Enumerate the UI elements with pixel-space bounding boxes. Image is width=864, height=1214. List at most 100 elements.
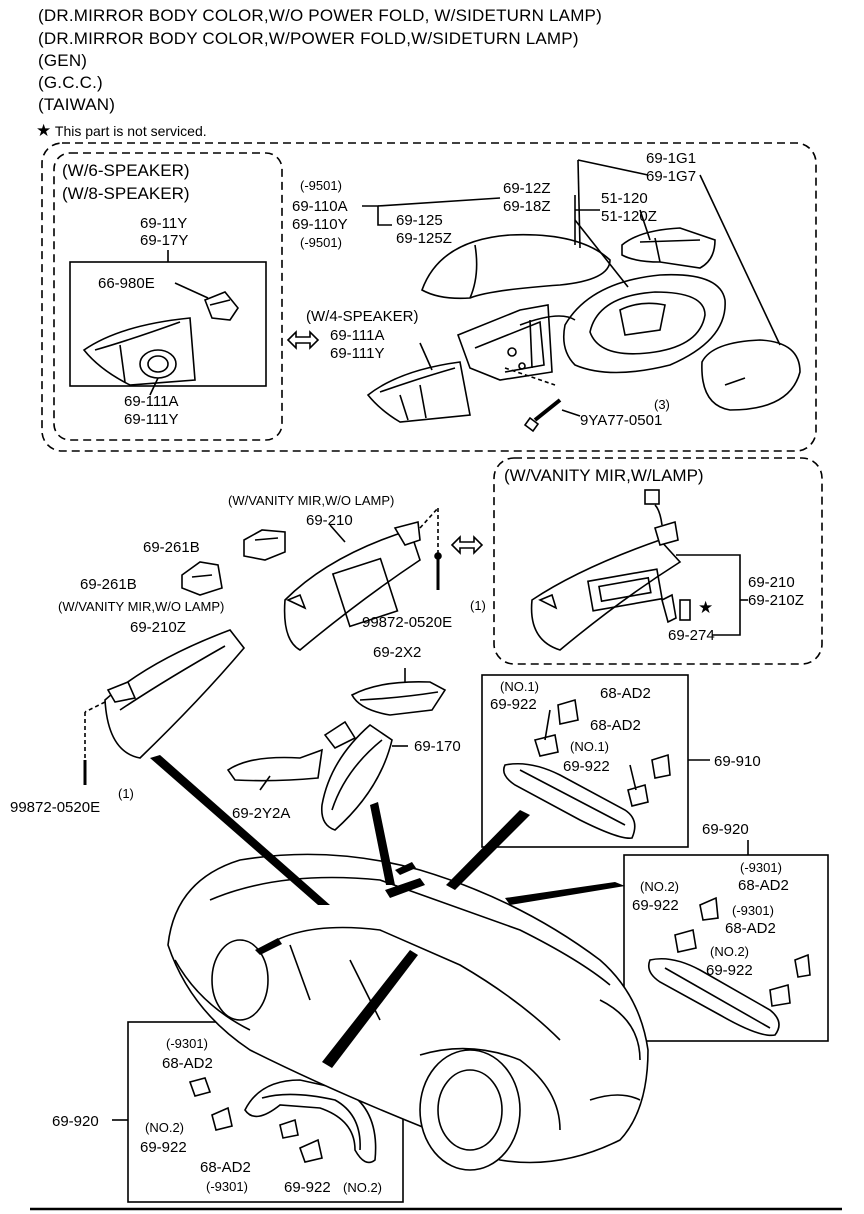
label-910-922-b: 69-922	[563, 758, 610, 775]
mirror-group-box	[41, 142, 817, 452]
star-icon: ★	[36, 121, 52, 140]
callout-pointers	[150, 755, 625, 1068]
equivalent-arrow-2	[450, 535, 484, 555]
label-vanity-wo-lamp-left: (W/VANITY MIR,W/O LAMP)	[58, 599, 224, 614]
speaker-box-title-2: (W/8-SPEAKER)	[62, 184, 190, 203]
label-69-110a: 69-110A	[292, 198, 348, 215]
speaker-cover-4	[366, 342, 471, 423]
mirror-bolt	[504, 367, 581, 433]
label-69-210-top: 69-210	[306, 512, 353, 529]
label-69-210-lamp: 69-210	[748, 574, 795, 591]
label-920r-922-b: 69-922	[706, 962, 753, 979]
leader-speaker-cover	[149, 377, 159, 396]
assist-grip-small	[226, 748, 323, 791]
label-920b-date-b: (-9301)	[206, 1179, 248, 1194]
label-69-110y: 69-110Y	[292, 216, 348, 233]
grip-69-920-bottom	[112, 1077, 377, 1164]
mirror-leaders	[362, 159, 781, 346]
label-69-18z: 69-18Z	[503, 198, 551, 215]
label-vanity-wo-lamp-top: (W/VANITY MIR,W/O LAMP)	[228, 493, 394, 508]
label-910-ad2-a: 68-AD2	[600, 685, 651, 702]
label-69-2y2a: 69-2Y2A	[232, 805, 290, 822]
label-w4-speaker: (W/4-SPEAKER)	[306, 308, 419, 325]
label-51-120z: 51-120Z	[601, 208, 657, 225]
visor-lamp-leaders	[661, 554, 748, 636]
label-920b-no2-b: (NO.2)	[343, 1180, 382, 1195]
label-bolt-qty: (3)	[654, 397, 670, 412]
label-69-920-right: 69-920	[702, 821, 749, 838]
sun-visor-left	[84, 629, 246, 760]
label-920r-ad2-b: 68-AD2	[725, 920, 776, 937]
mirror-cap	[421, 233, 611, 300]
speaker-clip	[174, 282, 239, 321]
label-date-9501-a: (-9501)	[300, 178, 342, 193]
grip-69-920-right	[647, 840, 811, 1037]
label-69-125: 69-125	[396, 212, 443, 229]
label-69-170: 69-170	[414, 738, 461, 755]
sun-visor-lamp	[530, 489, 682, 651]
tweeter-cover	[82, 317, 196, 386]
label-69-111y: 69-111Y	[330, 345, 385, 362]
label-69-910: 69-910	[714, 753, 761, 770]
vanity-lamp-box	[493, 457, 823, 665]
label-69-111a-box: 69-111A	[124, 393, 179, 410]
label-920b-ad2-b: 68-AD2	[200, 1159, 251, 1176]
star-icon-visor: ★	[698, 598, 713, 617]
label-920r-ad2-a: 68-AD2	[738, 877, 789, 894]
label-9ya77-0501: 9YA77-0501	[580, 412, 662, 429]
mirror-base	[456, 304, 553, 381]
label-screw-qty-left: (1)	[118, 786, 134, 801]
label-69-1g1: 69-1G1	[646, 150, 696, 167]
box-69-920-right	[623, 854, 829, 1042]
label-99872-left: 99872-0520E	[10, 799, 100, 816]
car-illustration	[167, 853, 649, 1171]
visor-clip-1	[243, 529, 286, 561]
label-69-210z-lamp: 69-210Z	[748, 592, 804, 609]
label-69-11y: 69-11Y	[140, 215, 187, 232]
label-910-no1-b: (NO.1)	[570, 739, 609, 754]
speaker-box-title-1: (W/6-SPEAKER)	[62, 161, 190, 180]
note-text: This part is not serviced.	[54, 123, 207, 139]
speaker-option-box	[53, 152, 283, 441]
label-66-980e: 66-980E	[98, 275, 155, 292]
label-51-120: 51-120	[601, 190, 648, 207]
label-920r-no2-a: (NO.2)	[640, 879, 679, 894]
equivalent-arrow-1	[286, 330, 320, 350]
visor-clip-2	[181, 561, 223, 596]
not-serviced-note: ★ This part is not serviced.	[36, 121, 207, 141]
label-69-111a: 69-111A	[330, 327, 385, 344]
label-920r-922-a: 69-922	[632, 897, 679, 914]
label-920b-922-b: 69-922	[284, 1179, 331, 1196]
label-vanity-w-lamp: (W/VANITY MIR,W/LAMP)	[504, 466, 704, 485]
header-line-5: (TAIWAN)	[38, 95, 116, 114]
label-screw-qty-right: (1)	[470, 598, 486, 613]
label-69-210z-left: 69-210Z	[130, 619, 186, 636]
grip-69-910	[502, 698, 710, 839]
label-920b-no2-a: (NO.2)	[145, 1120, 184, 1135]
label-69-261b-a: 69-261B	[143, 539, 200, 556]
label-69-274: 69-274	[668, 627, 715, 644]
label-69-12z: 69-12Z	[503, 180, 551, 197]
header-line-2: (DR.MIRROR BODY COLOR,W/POWER FOLD,W/SID…	[38, 29, 579, 48]
label-69-261b-b: 69-261B	[80, 576, 137, 593]
sideturn-lamp	[621, 227, 716, 269]
label-69-17y: 69-17Y	[140, 232, 188, 249]
label-920b-922-a: 69-922	[140, 1139, 187, 1156]
sun-visor-top	[283, 507, 439, 651]
label-910-no1-a: (NO.1)	[500, 679, 539, 694]
header-line-4: (G.C.C.)	[38, 73, 103, 92]
label-69-920-bottom: 69-920	[52, 1113, 99, 1130]
label-920b-ad2-a: 68-AD2	[162, 1055, 213, 1072]
overhead-console	[350, 668, 447, 716]
label-69-2x2: 69-2X2	[373, 644, 421, 661]
rearview-mirror	[320, 720, 408, 831]
label-69-1g7: 69-1G7	[646, 168, 696, 185]
mirror-housing	[519, 273, 726, 374]
label-910-922-a: 69-922	[490, 696, 537, 713]
label-69-125z: 69-125Z	[396, 230, 452, 247]
label-920r-date-b: (-9301)	[732, 903, 774, 918]
label-920b-date-a: (-9301)	[166, 1036, 208, 1051]
box-69-910	[481, 674, 689, 848]
header-line-1: (DR.MIRROR BODY COLOR,W/O POWER FOLD, W/…	[38, 6, 602, 25]
